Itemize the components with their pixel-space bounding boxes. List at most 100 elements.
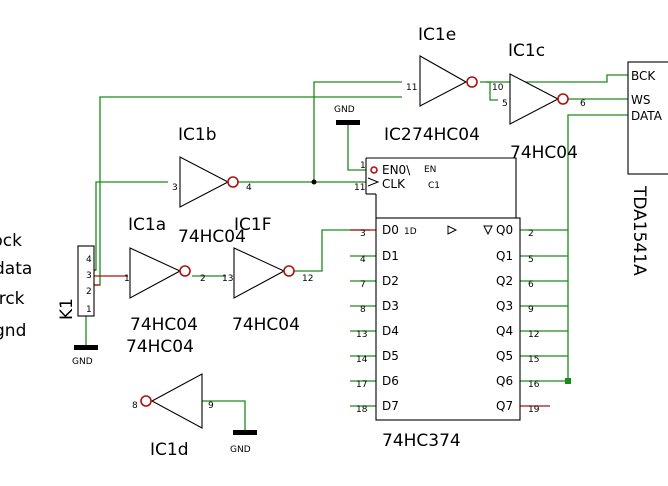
wire-to-ic1e (313, 81, 402, 182)
d-label: D7 (382, 399, 399, 413)
pin-label: 17 (356, 380, 367, 390)
pin-label: 11 (354, 183, 365, 193)
pin-label: 6 (528, 280, 534, 290)
pin-label: 3 (360, 229, 366, 239)
gate-ic1b: IC1b 3 4 (172, 125, 252, 208)
pin-label: 13 (356, 330, 367, 340)
pin-label: 19 (528, 405, 540, 415)
en-label: EN0\ (382, 163, 411, 177)
pin-label: 18 (356, 405, 368, 415)
pin-label: 8 (360, 305, 366, 315)
d-label: D5 (382, 349, 399, 363)
gate-part-label: 74HC04 (178, 227, 246, 247)
wire-data (520, 114, 628, 382)
pin-label: 5 (502, 99, 508, 109)
gate-part-label: 74HC04 (232, 315, 300, 335)
clk-label: CLK (382, 177, 406, 191)
pin-label: 10 (492, 83, 504, 93)
q-label: Q4 (496, 324, 513, 338)
part-label: 74HC04 (126, 337, 194, 357)
d-label: D2 (382, 274, 399, 288)
gnd-ic1d: GND (230, 430, 257, 455)
q-label: Q0 (496, 223, 513, 237)
pin-label: 11 (406, 83, 417, 93)
latch-title-part: 74HC04 (412, 125, 480, 145)
pin-label: 16 (528, 380, 540, 390)
gnd-label: GND (230, 445, 251, 455)
pin-label: 8 (132, 401, 138, 411)
connector-name: K1 (57, 298, 77, 320)
gate-ic1e: IC1e 11 10 (406, 25, 504, 107)
q-label: Q2 (496, 274, 513, 288)
dac-pin-label: WS (631, 93, 650, 107)
gate-label: IC1a (128, 215, 166, 235)
wire-ic1d-gnd (202, 400, 246, 430)
latch-title: IC2 (384, 125, 412, 145)
d-label: D6 (382, 374, 399, 388)
part-label: 74HC04 (130, 315, 198, 335)
pin-label: 6 (580, 99, 586, 109)
gate-label: IC1b (178, 125, 217, 145)
pin-label: 5 (528, 255, 534, 265)
latch-part-right: 74HC04 (510, 143, 578, 163)
gate-ic1a: IC1a 74HC04 1 2 (124, 215, 246, 299)
connector-pin: 4 (86, 255, 92, 265)
pin-label: 2 (528, 229, 534, 239)
q-label: Q5 (496, 349, 513, 363)
pin-label: 1 (124, 274, 130, 284)
wire-ws (486, 74, 628, 83)
latch-ic2: IC2 74HC04 74HC04 74HC374 EN0\ EN CLK C1… (354, 125, 578, 451)
d-label: D0 (382, 223, 399, 237)
gate-label: IC1d (150, 440, 189, 460)
dac-pin-label: BCK (631, 69, 656, 83)
connector-k1: K1 4 3 2 1 bck data lrck gnd (0, 231, 95, 341)
gate-ic1c: IC1c 5 6 (502, 41, 586, 125)
gate-ic1f: IC1F 74HC04 13 12 (222, 215, 313, 335)
signal-label: lrck (0, 289, 25, 309)
pin-label: 1 (360, 161, 366, 171)
junction-dot (311, 179, 317, 185)
pin-label: 4 (246, 183, 252, 193)
wires (85, 74, 628, 430)
pin-label: 7 (360, 280, 366, 290)
pin-label: 3 (172, 183, 178, 193)
gate-label: IC1e (418, 25, 456, 45)
d-label: D1 (382, 249, 399, 263)
pin-label: 14 (356, 355, 368, 365)
gnd-k1: GND (72, 345, 98, 367)
junction-dot (565, 378, 571, 384)
en-small-label: EN (424, 165, 436, 175)
connector-pin: 3 (86, 271, 92, 281)
q-label: Q7 (496, 399, 513, 413)
q-label: Q3 (496, 299, 513, 313)
dac-tda1541a: BCK WS DATA TDA1541A (627, 61, 668, 276)
gate-label: IC1F (234, 215, 271, 235)
gnd-latch: GND (334, 105, 360, 163)
signal-label: data (0, 259, 32, 279)
latch-part-bottom: 74HC374 (382, 431, 461, 451)
connector-pin: 1 (86, 305, 92, 315)
wire-ic1e-to-ic1c (480, 81, 498, 101)
signal-label: gnd (0, 321, 26, 341)
q-label: Q1 (496, 249, 513, 263)
dac-pin-label: DATA (631, 109, 663, 123)
pin-label: 12 (528, 330, 539, 340)
pin-label: 13 (222, 274, 233, 284)
wire-ic1f-to-d0 (294, 229, 370, 272)
pin-label: 15 (528, 355, 539, 365)
d-label: D3 (382, 299, 399, 313)
clk-small-label: C1 (428, 181, 440, 191)
d0-small-label: 1D (404, 227, 417, 237)
connector-pin: 2 (86, 287, 92, 297)
gate-label: IC1c (508, 41, 545, 61)
gnd-label: GND (334, 105, 355, 115)
gate-ic1d: IC1d 8 9 (132, 373, 214, 460)
q-label: Q6 (496, 374, 513, 388)
pin-label: 2 (200, 274, 206, 284)
signal-label: bck (0, 231, 22, 251)
pin-label: 9 (208, 401, 214, 411)
pin-label: 12 (302, 274, 313, 284)
d-label: D4 (382, 324, 399, 338)
